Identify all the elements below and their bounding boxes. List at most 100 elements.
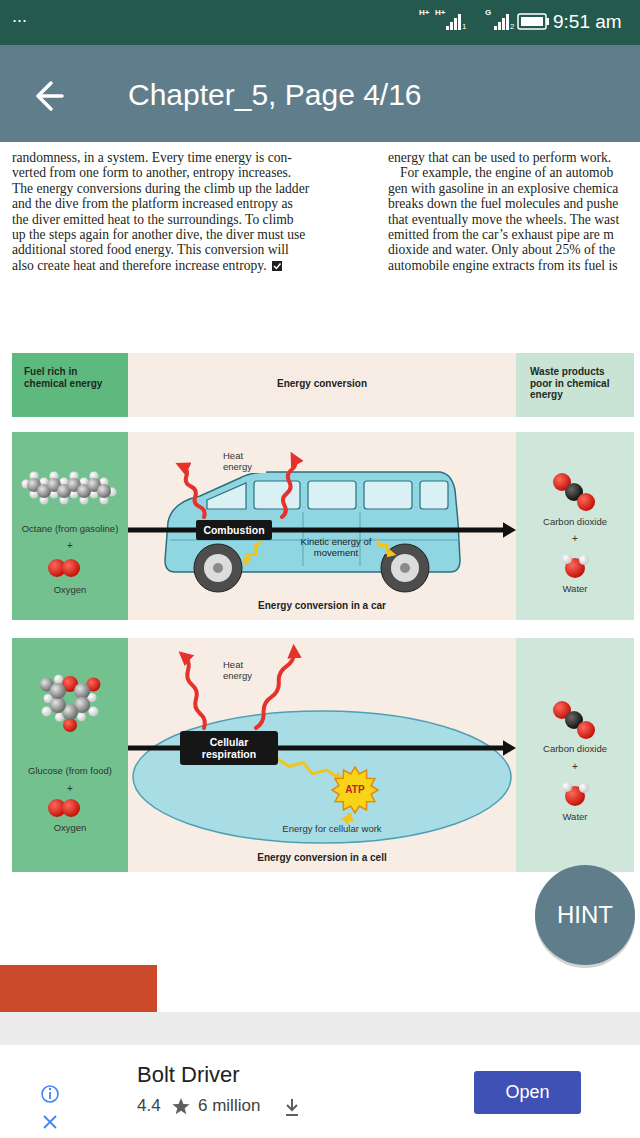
node-text: Energy for cellular work (257, 824, 407, 835)
hydrogen-atom (562, 554, 572, 564)
close-icon (44, 1116, 56, 1128)
hint-button: HINT (533, 863, 637, 967)
label-holder: breaks down the fuel molecules and pushe (388, 196, 618, 212)
fuel-panel: Octane (from gasoline) + Oxygen (12, 432, 128, 620)
glucose-atom (50, 697, 66, 713)
diagram-label: Kinetic energy of movement (297, 537, 375, 559)
header-cell: Fuel rich in chemical energy (12, 353, 128, 417)
hydrogen-atom (579, 783, 589, 793)
oxygen-atom (62, 799, 80, 817)
car-window (364, 481, 412, 509)
body-text-line: verted from one form to another, entropy… (12, 165, 291, 181)
car-wheel (391, 554, 419, 582)
signal-bar (454, 18, 457, 30)
status-text: G (485, 8, 491, 17)
label-holder: H+ (419, 8, 429, 17)
info-icon (49, 1088, 51, 1090)
text-holder: Energy conversion (132, 378, 512, 390)
body-text-line: emitted from the car’s exhaust pipe are … (388, 227, 614, 243)
glucose-atom (88, 707, 98, 717)
page-title: Chapter_5, Page 4/16 (128, 78, 422, 113)
label-holder: energy that can be used to perform work. (388, 150, 611, 166)
signal-bar (506, 14, 509, 30)
node-text: Oxygen (16, 585, 124, 596)
arrow-line (272, 528, 506, 533)
label-holder: ... (12, 6, 27, 27)
flow-arrow (128, 748, 180, 749)
text-holder: Oxygen (16, 823, 124, 834)
label-holder: 1 (462, 22, 466, 31)
node-text: + (16, 783, 124, 795)
body-text-line: additional stored food energy. This conv… (12, 242, 289, 258)
signal-bar (498, 22, 501, 30)
node-text: + (16, 540, 124, 552)
status-text: H+ (435, 8, 445, 17)
ad-rating: 4.4 (137, 1096, 161, 1116)
body-text-line: For example, the engine of an automob (400, 165, 613, 181)
body-text-line: automobile engine extracts from its fuel… (388, 258, 618, 274)
text-holder: Energy conversion in a cell (132, 852, 512, 864)
title-holder: Chapter_5, Page 4/16 (128, 78, 422, 113)
label-holder: Kinetic energy of movement (297, 537, 375, 559)
text-holder: Carbon dioxide (520, 517, 630, 528)
label-holder: automobile engine extracts from its fuel… (388, 258, 618, 274)
label-holder: Heat energy (222, 660, 266, 682)
car-window (308, 481, 356, 509)
flow-arrow (128, 530, 196, 531)
button-label: HINT (557, 901, 613, 929)
label-holder: also create heat and therefore increase … (12, 258, 267, 274)
node-text: Water (520, 812, 630, 823)
body-text-line: the diver emitted heat to the surroundin… (12, 212, 294, 228)
process-box: Combustion (196, 520, 272, 540)
text-holder: Fuel rich in chemical energy (24, 366, 108, 389)
waste-panel: Carbon dioxide+Water (516, 432, 634, 620)
text-holder: Waste products poor in chemical energy (530, 366, 626, 401)
status-text: H+ (419, 8, 429, 17)
node-text: + (520, 761, 630, 773)
atp-burst: ATP (331, 766, 379, 814)
text-holder: Octane (from gasoline) (16, 524, 124, 535)
text-holder: Carbon dioxide (520, 744, 630, 755)
cell-membrane (133, 711, 511, 843)
label-holder: up the steps again for another dive, the… (12, 227, 305, 243)
body-text-line: up the steps again for another dive, the… (12, 227, 305, 243)
label-holder: dioxide and water. Only about 25% of the (388, 242, 615, 258)
glucose-atom (50, 683, 66, 699)
car-window (254, 481, 300, 509)
button-circle (535, 865, 635, 965)
label-holder: Bolt Driver (137, 1062, 240, 1087)
process-box: Cellular respiration (180, 731, 278, 765)
label-holder: 6 million (198, 1096, 260, 1116)
car-wheel (213, 563, 223, 573)
label-holder: Heat energy (222, 451, 266, 473)
label-holder: the diver emitted heat to the surroundin… (12, 212, 294, 228)
status-text: ... (12, 6, 27, 27)
end-mark (272, 261, 282, 271)
battery-tip (546, 18, 549, 25)
button-label: Open (505, 1082, 549, 1103)
glucose-atom (74, 683, 90, 699)
fuel-panel: Glucose (from food) + Oxygen (12, 638, 128, 872)
text-holder: Oxygen (16, 585, 124, 596)
text-holder: Glucose (from food) (16, 766, 124, 777)
open-button: Open (474, 1071, 581, 1114)
label-holder: that eventually move the wheels. The was… (388, 212, 619, 228)
carbon-atom (97, 484, 111, 498)
header-text: Waste products poor in chemical energy (530, 366, 626, 401)
body-text-line: gen with gasoline in an explosive chemic… (388, 181, 618, 197)
hydrogen-atom (77, 712, 86, 721)
grey-strip (0, 1012, 640, 1045)
node-text: Carbon dioxide (520, 744, 630, 755)
label-holder: G (485, 8, 491, 17)
label-holder: gen with gasoline in an explosive chemic… (388, 181, 618, 197)
text-holder: + (16, 783, 124, 795)
car-window (420, 481, 448, 509)
text-holder: Energy conversion in a car (132, 600, 512, 612)
arrow-line (278, 746, 506, 751)
header-cell: Waste products poor in chemical energy (516, 353, 634, 417)
text-holder: Energy for cellular work (257, 824, 407, 835)
star-icon (172, 1098, 189, 1114)
label-holder: The energy conversions during the climb … (12, 181, 309, 197)
back-arrow (38, 83, 62, 109)
body-text-line: randomness, in a system. Every time ener… (12, 150, 292, 166)
